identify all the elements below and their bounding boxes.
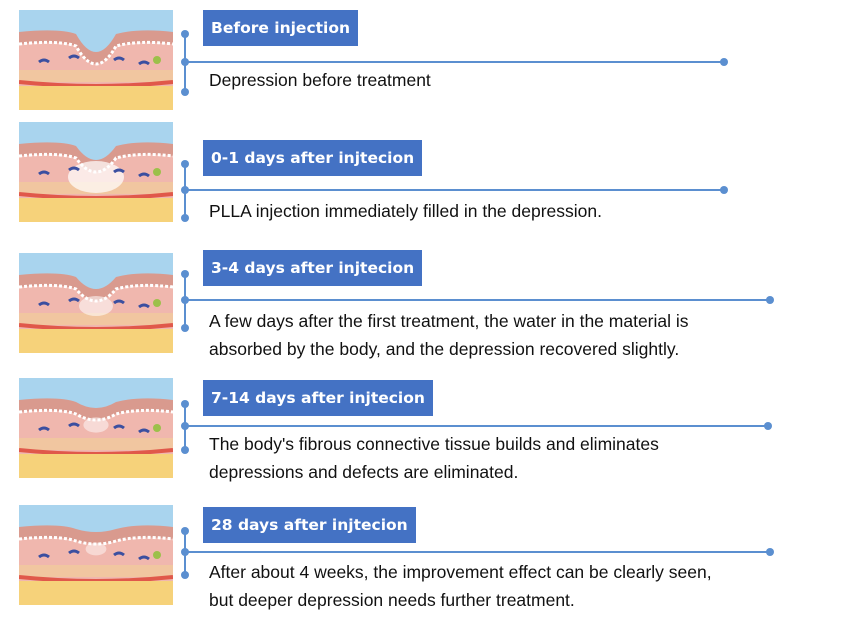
stage-description: After about 4 weeks, the improvement eff… [209, 558, 712, 614]
connector-dot [181, 400, 189, 408]
timeline-end-dot [720, 186, 728, 194]
stage-description: PLLA injection immediately filled in the… [209, 197, 602, 225]
stage-description: Depression before treatment [209, 66, 431, 94]
timeline-end-dot [766, 548, 774, 556]
connector-dot [181, 214, 189, 222]
stage-label: Before injection [203, 10, 359, 46]
connector-dot [181, 446, 189, 454]
timeline-line [185, 551, 770, 553]
connector-dot [181, 527, 189, 535]
stage-label: 28 days after injtecion [203, 507, 416, 543]
connector-dot [181, 270, 189, 278]
description-line: A few days after the first treatment, th… [209, 311, 689, 331]
description-line: PLLA injection immediately filled in the… [209, 201, 602, 221]
stage-label: 7-14 days after injtecion [203, 380, 433, 416]
connector-dot [181, 571, 189, 579]
stage-label: 3-4 days after injtecion [203, 250, 423, 286]
description-line: Depression before treatment [209, 70, 431, 90]
description-line: After about 4 weeks, the improvement eff… [209, 562, 712, 582]
skin-illustration [18, 10, 174, 110]
description-line: absorbed by the body, and the depression… [209, 339, 680, 359]
timeline-end-dot [720, 58, 728, 66]
timeline-end-dot [766, 296, 774, 304]
stage-label: 0-1 days after injtecion [203, 140, 423, 176]
timeline-line [185, 189, 724, 191]
connector-dot [181, 160, 189, 168]
timeline-end-dot [764, 422, 772, 430]
description-line: The body's fibrous connective tissue bui… [209, 434, 659, 454]
skin-illustration [18, 122, 174, 222]
connector-dot [181, 324, 189, 332]
skin-illustration [18, 378, 174, 478]
stage-description: A few days after the first treatment, th… [209, 307, 689, 363]
timeline-line [185, 61, 724, 63]
description-line: but deeper depression needs further trea… [209, 590, 575, 610]
timeline-line [185, 299, 770, 301]
skin-illustration [18, 253, 174, 353]
connector-dot [181, 30, 189, 38]
description-line: depressions and defects are eliminated. [209, 462, 519, 482]
connector-dot [181, 88, 189, 96]
timeline-line [185, 425, 768, 427]
stage-description: The body's fibrous connective tissue bui… [209, 430, 659, 486]
skin-illustration [18, 505, 174, 605]
